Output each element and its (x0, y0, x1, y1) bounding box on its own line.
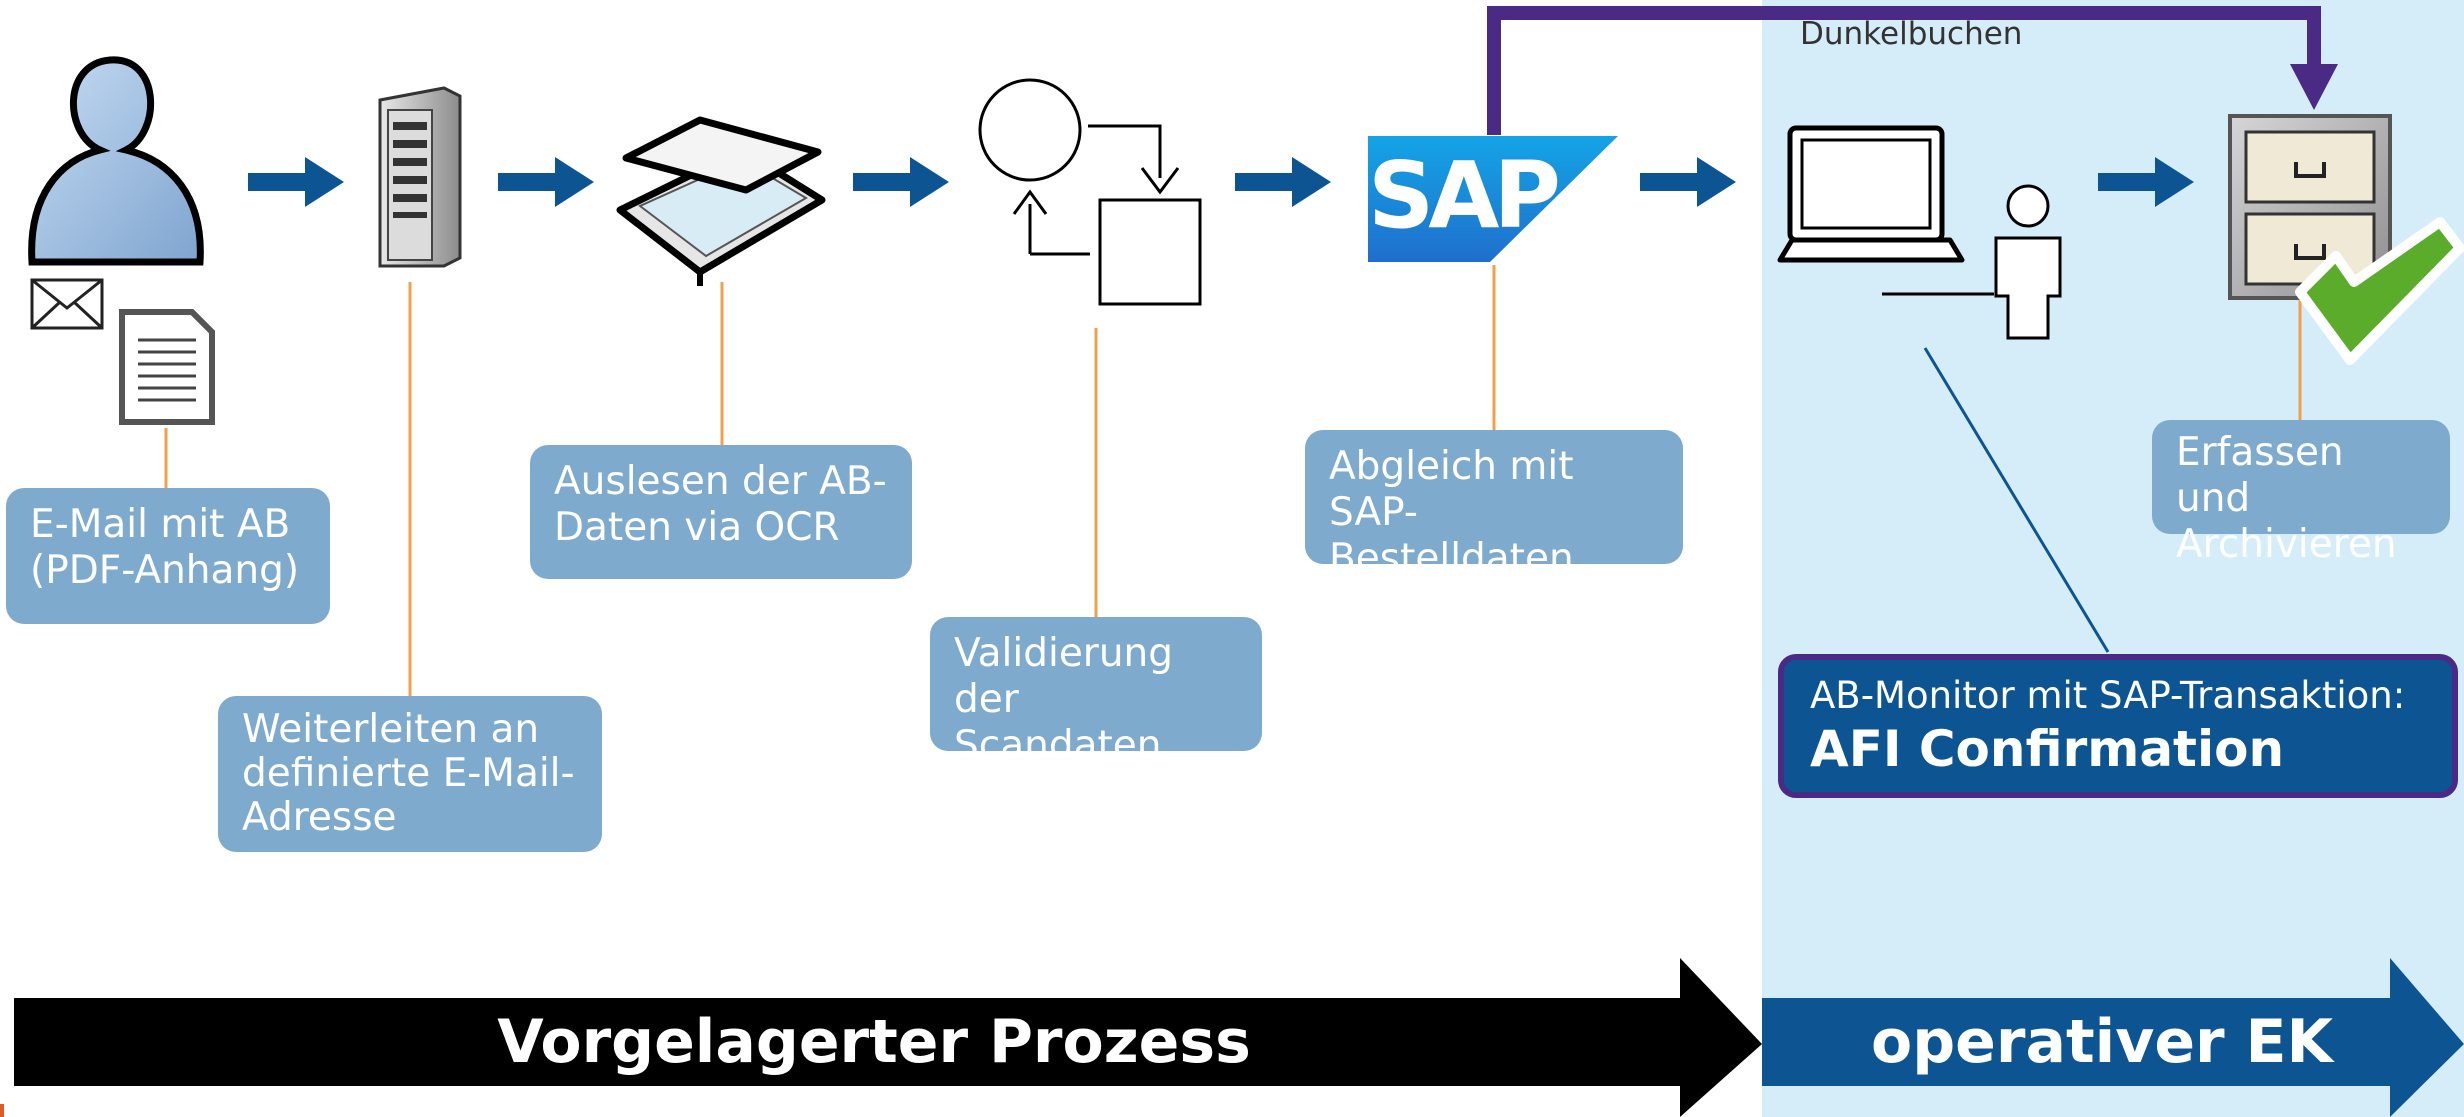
ab-monitor-box: AB-Monitor mit SAP-Transaktion: AFI Conf… (1778, 654, 2458, 798)
step-forward-line2: definierte E-Mail- (242, 751, 575, 796)
step-validate-line1: Validierung (954, 631, 1174, 676)
flow-arrow-3 (853, 157, 949, 207)
sap-registered-mark: ® (1522, 240, 1542, 264)
checkmark-icon (2295, 217, 2464, 365)
step-email-label: E-Mail mit AB (PDF-Anhang) (6, 488, 330, 624)
step-forward-label: Weiterleiten an definierte E-Mail- Adres… (218, 696, 602, 852)
step-ocr-label: Auslesen der AB- Daten via OCR (530, 445, 912, 579)
left-banner-arrow (14, 958, 1762, 1117)
sap-logo (1368, 136, 1618, 262)
dark-posting-label: Dunkelbuchen (1800, 16, 2023, 52)
scanner-icon (616, 116, 826, 286)
sap-logo-text: SAP (1368, 142, 1561, 249)
server-icon (378, 86, 462, 268)
dark-posting-arrowhead (2290, 64, 2338, 110)
cycle-icon (978, 78, 1202, 306)
step-ocr-line1: Auslesen der AB- (554, 459, 887, 504)
flow-arrow-2 (498, 157, 594, 207)
envelope-icon (30, 278, 104, 330)
monitor-connector-line (1923, 347, 2110, 653)
step-forward-line1: Weiterleiten an (242, 707, 540, 752)
right-banner-text: operativer EK (1871, 1007, 2333, 1077)
step-match-label: Abgleich mit SAP-Bestelldaten (1305, 430, 1683, 581)
step-match-line1: Abgleich mit (1329, 444, 1574, 489)
flow-arrows (248, 157, 2194, 207)
flow-arrow-5 (1640, 157, 1736, 207)
dark-posting-arrow (1487, 6, 2321, 135)
step-archive-label: Erfassen und Archivieren (2152, 420, 2450, 567)
flow-arrow-1 (248, 157, 344, 207)
file-cabinet-icon (2228, 114, 2392, 300)
step-validate-label: Validierung der Scandaten (930, 617, 1262, 768)
step-ocr-line2: Daten via OCR (554, 505, 840, 550)
step-forward-line3: Adresse (242, 795, 397, 840)
user-icon (28, 56, 204, 266)
left-banner-text: Vorgelagerter Prozess (497, 1007, 1251, 1077)
ab-monitor-line2: AFI Confirmation (1810, 720, 2285, 778)
document-icon (119, 309, 215, 425)
flow-arrow-4 (1235, 157, 1331, 207)
step-email-line1: E-Mail mit AB (30, 502, 291, 547)
corner-marker (0, 1104, 4, 1117)
step-validate-line2: der Scandaten (954, 677, 1162, 768)
step-match-line2: SAP-Bestelldaten (1329, 490, 1574, 581)
ab-monitor-line1: AB-Monitor mit SAP-Transaktion: (1810, 674, 2406, 717)
flow-arrow-6 (2098, 157, 2194, 207)
step-archive-line2: Archivieren (2176, 522, 2397, 567)
right-banner-arrow (1762, 958, 2464, 1117)
connector-lines (164, 265, 2302, 696)
laptop-user-icon (1777, 125, 2062, 340)
step-archive-line1: Erfassen und (2176, 430, 2344, 521)
step-email-line2: (PDF-Anhang) (30, 548, 300, 593)
